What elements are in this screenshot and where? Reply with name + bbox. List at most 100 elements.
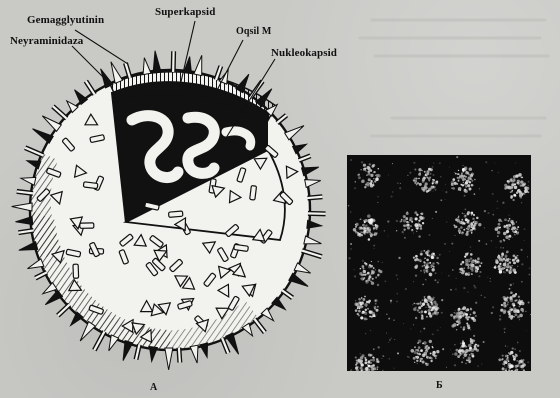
virion-particle-speck (476, 266, 479, 269)
virion-particle-speck (432, 183, 434, 185)
virion-particle-speck (422, 360, 425, 363)
virion-particle-speck (372, 312, 375, 315)
virion-particle-speck (417, 342, 419, 344)
virion-particle-speck (364, 227, 366, 229)
virion-particle-speck (403, 219, 406, 222)
hemagglutinin-spike-highlight (53, 106, 67, 118)
background-noise-speck (365, 333, 366, 334)
virion-particle-speck (463, 357, 465, 359)
virion-particle-speck (471, 232, 473, 234)
virion-particle-speck (427, 250, 430, 253)
virion-particle-speck (424, 184, 426, 186)
virion-particle-speck (468, 356, 471, 359)
virion-particle-speck (468, 176, 471, 179)
virion-particle-speck (494, 266, 497, 269)
virion-particle-speck (466, 232, 468, 234)
background-noise-speck (470, 246, 472, 248)
virion-particle-speck (421, 317, 424, 320)
virion-particle-speck (416, 303, 417, 304)
background-noise-speck (418, 235, 420, 237)
virion-particle-speck (520, 180, 524, 184)
background-noise-speck (444, 243, 446, 245)
virion-particle-speck (506, 186, 508, 188)
background-noise-speck (528, 274, 530, 276)
virion-particle-speck (364, 167, 366, 169)
background-noise-speck (360, 231, 361, 232)
background-noise-speck (348, 205, 350, 207)
virion-particle-speck (504, 218, 507, 221)
virion-particle-speck (461, 219, 463, 221)
virion-particle-speck (411, 221, 413, 223)
virion-particle-speck (428, 297, 430, 299)
background-noise-speck (388, 174, 389, 175)
virion-particle-speck (451, 187, 452, 188)
virion-particle-speck (372, 164, 375, 167)
virion-particle-speck (418, 306, 421, 309)
virion-particle-speck (360, 304, 362, 306)
virion-particle-speck (511, 265, 512, 266)
virion-particle-speck (526, 187, 529, 190)
virion-particle-speck (363, 164, 366, 167)
virion-particle-speck (517, 226, 519, 228)
virion-particle-speck (373, 267, 375, 269)
virion-particle-speck (360, 219, 361, 220)
background-noise-speck (350, 369, 352, 371)
virion-particle-speck (372, 225, 374, 227)
virion-particle-speck (358, 233, 360, 235)
background-noise-speck (521, 369, 522, 370)
virion-particle-speck (470, 338, 472, 340)
virion-particle-speck (459, 349, 462, 352)
virion-particle-speck (509, 267, 512, 270)
virion-particle-speck (435, 357, 437, 359)
background-noise-speck (523, 309, 524, 310)
virion-particle-speck (371, 174, 374, 177)
background-noise-speck (461, 309, 462, 310)
virion-particle-speck (411, 229, 413, 231)
surface-rod (73, 264, 79, 278)
virion-particle-speck (431, 309, 433, 311)
virion-particle-speck (515, 310, 518, 313)
background-noise-speck (388, 342, 389, 343)
background-noise-speck (413, 162, 415, 164)
virion-particle-speck (464, 255, 466, 257)
virion-particle-speck (415, 255, 418, 258)
background-noise-speck (386, 314, 387, 315)
virion-particle-speck (464, 183, 467, 186)
background-noise-speck (350, 248, 352, 250)
virion-particle-speck (462, 168, 464, 170)
virion-particle-speck (472, 265, 475, 268)
virion-particle-speck (476, 217, 479, 220)
virion-particle-speck (420, 360, 422, 362)
background-noise-speck (484, 210, 486, 212)
background-noise-speck (396, 220, 398, 222)
virion-particle-speck (506, 296, 508, 298)
virion-particle-speck (509, 218, 511, 220)
background-noise-speck (462, 165, 464, 167)
background-noise-speck (521, 263, 523, 265)
virion-particle-speck (467, 267, 469, 269)
virion-particle-speck (457, 177, 459, 179)
background-noise-speck (521, 202, 522, 203)
virion-particle-speck (362, 298, 365, 301)
virion-particle-speck (363, 268, 365, 270)
virion-particle-speck (466, 354, 467, 355)
virion-particle-speck (419, 354, 421, 356)
virion-particle-speck (502, 368, 503, 369)
virion-particle-speck (508, 235, 511, 238)
neuraminidase-spike (12, 203, 32, 211)
virion-particle-speck (507, 220, 509, 222)
virion-particle-speck (466, 179, 469, 182)
neuraminidase-spike (21, 177, 36, 185)
virion-particle-speck (513, 262, 516, 265)
virion-particle-speck (360, 169, 361, 170)
virion-particle-speck (424, 171, 426, 173)
virion-particle-speck (509, 259, 511, 261)
background-noise-speck (490, 278, 491, 279)
background-noise-speck (374, 248, 375, 249)
virion-particle-speck (456, 183, 458, 185)
virion-particle-speck (467, 211, 470, 214)
background-noise-speck (514, 348, 516, 350)
background-noise-speck (503, 247, 504, 248)
virion-particle-speck (419, 216, 422, 219)
virion-particle-speck (433, 253, 435, 255)
